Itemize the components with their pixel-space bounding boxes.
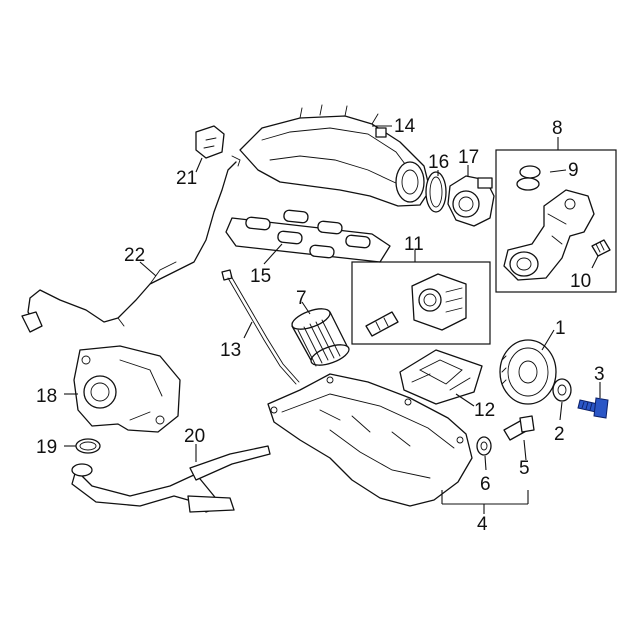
- callout-19: 19: [36, 437, 57, 458]
- intake-manifold: [239, 104, 431, 207]
- oil-pickup-tube: [71, 445, 271, 513]
- callout-1: 1: [555, 318, 566, 339]
- callout-16: 16: [428, 152, 449, 173]
- callout-5: 5: [519, 458, 530, 479]
- adapter-seal-rings: [516, 165, 541, 191]
- callout-18: 18: [36, 386, 57, 407]
- callout-14: 14: [394, 116, 416, 137]
- oil-pressure-sensor: [591, 239, 611, 257]
- callout-21: 21: [176, 168, 197, 189]
- callout-9: 9: [568, 160, 579, 181]
- callout-7: 7: [296, 288, 307, 309]
- oil-pan: [267, 373, 473, 507]
- pulley-bolt-highlighted: [577, 397, 609, 419]
- pickup-seal-ring: [75, 438, 101, 454]
- callout-2: 2: [554, 424, 565, 445]
- oil-cooler-kit-box: [351, 261, 491, 345]
- oil-filter-adapter: [503, 189, 595, 281]
- throttle-body: [447, 175, 495, 227]
- pulley-washer: [552, 378, 572, 402]
- callout-11: 11: [404, 234, 424, 255]
- callout-20: 20: [184, 426, 205, 447]
- oil-cooler-bolt: [365, 311, 399, 337]
- vent-connector: [195, 125, 225, 159]
- vent-hose: [21, 155, 241, 333]
- callout-22: 22: [124, 245, 145, 266]
- callout-15: 15: [250, 266, 271, 287]
- drain-plug-gasket: [476, 436, 492, 456]
- oil-cooler: [411, 273, 467, 331]
- throttle-seal-ring: [425, 171, 447, 213]
- oil-filter: [291, 308, 350, 367]
- drain-plug: [503, 415, 535, 441]
- callout-17: 17: [458, 147, 479, 168]
- callout-8: 8: [552, 118, 563, 139]
- callout-3: 3: [594, 364, 605, 385]
- leader-lines: [64, 125, 601, 514]
- oil-filter-adapter-box: [495, 149, 617, 293]
- callout-12: 12: [474, 400, 495, 421]
- oil-pump: [73, 345, 181, 433]
- intake-gasket: [225, 209, 391, 263]
- callout-6: 6: [480, 474, 491, 495]
- crankshaft-pulley: [499, 339, 557, 405]
- callout-13: 13: [220, 340, 241, 361]
- callout-4: 4: [477, 514, 488, 535]
- oil-dipstick: [221, 269, 300, 385]
- callout-10: 10: [570, 271, 591, 292]
- callout-numbers: 1 2 3 4 5 6 7 8 9 10 11 12 13 14 15 16 1…: [36, 116, 605, 535]
- windage-tray: [399, 349, 483, 405]
